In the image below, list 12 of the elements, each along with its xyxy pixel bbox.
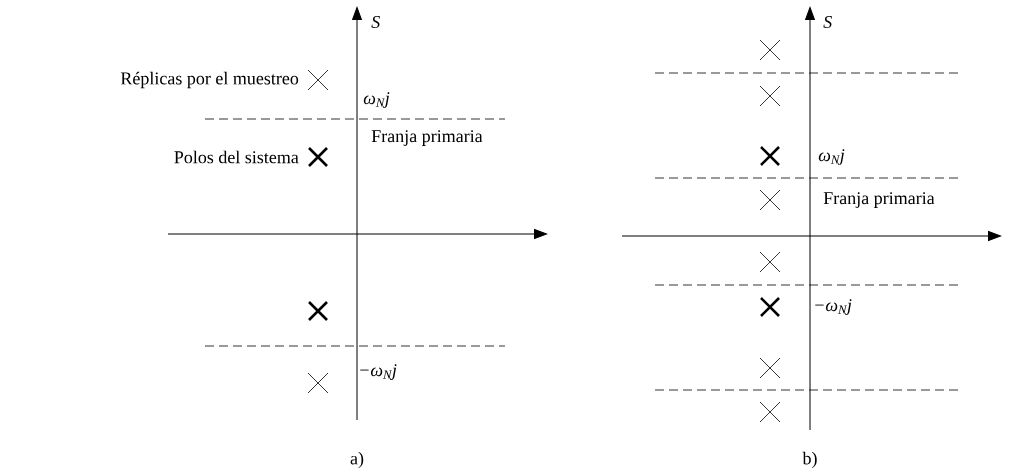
annotation-text: Réplicas por el muestreo — [120, 71, 299, 89]
annotation-text: Franja primaria — [371, 130, 483, 146]
axis-value: ω$_{N}$j — [363, 92, 390, 108]
axis-label: S — [823, 15, 832, 29]
annotation-text: Polos del sistema — [174, 150, 299, 164]
axis-value: ω$_{N}$j — [818, 149, 845, 165]
axis-value: −ω$_{N}$j — [815, 299, 852, 315]
annotation-text: Franja primaria — [823, 192, 935, 208]
panel-label: b) — [802, 451, 817, 469]
axis-label: S — [371, 15, 380, 29]
panel-label: a) — [350, 451, 364, 469]
axis-value: −ω$_{N}$j — [360, 364, 397, 380]
